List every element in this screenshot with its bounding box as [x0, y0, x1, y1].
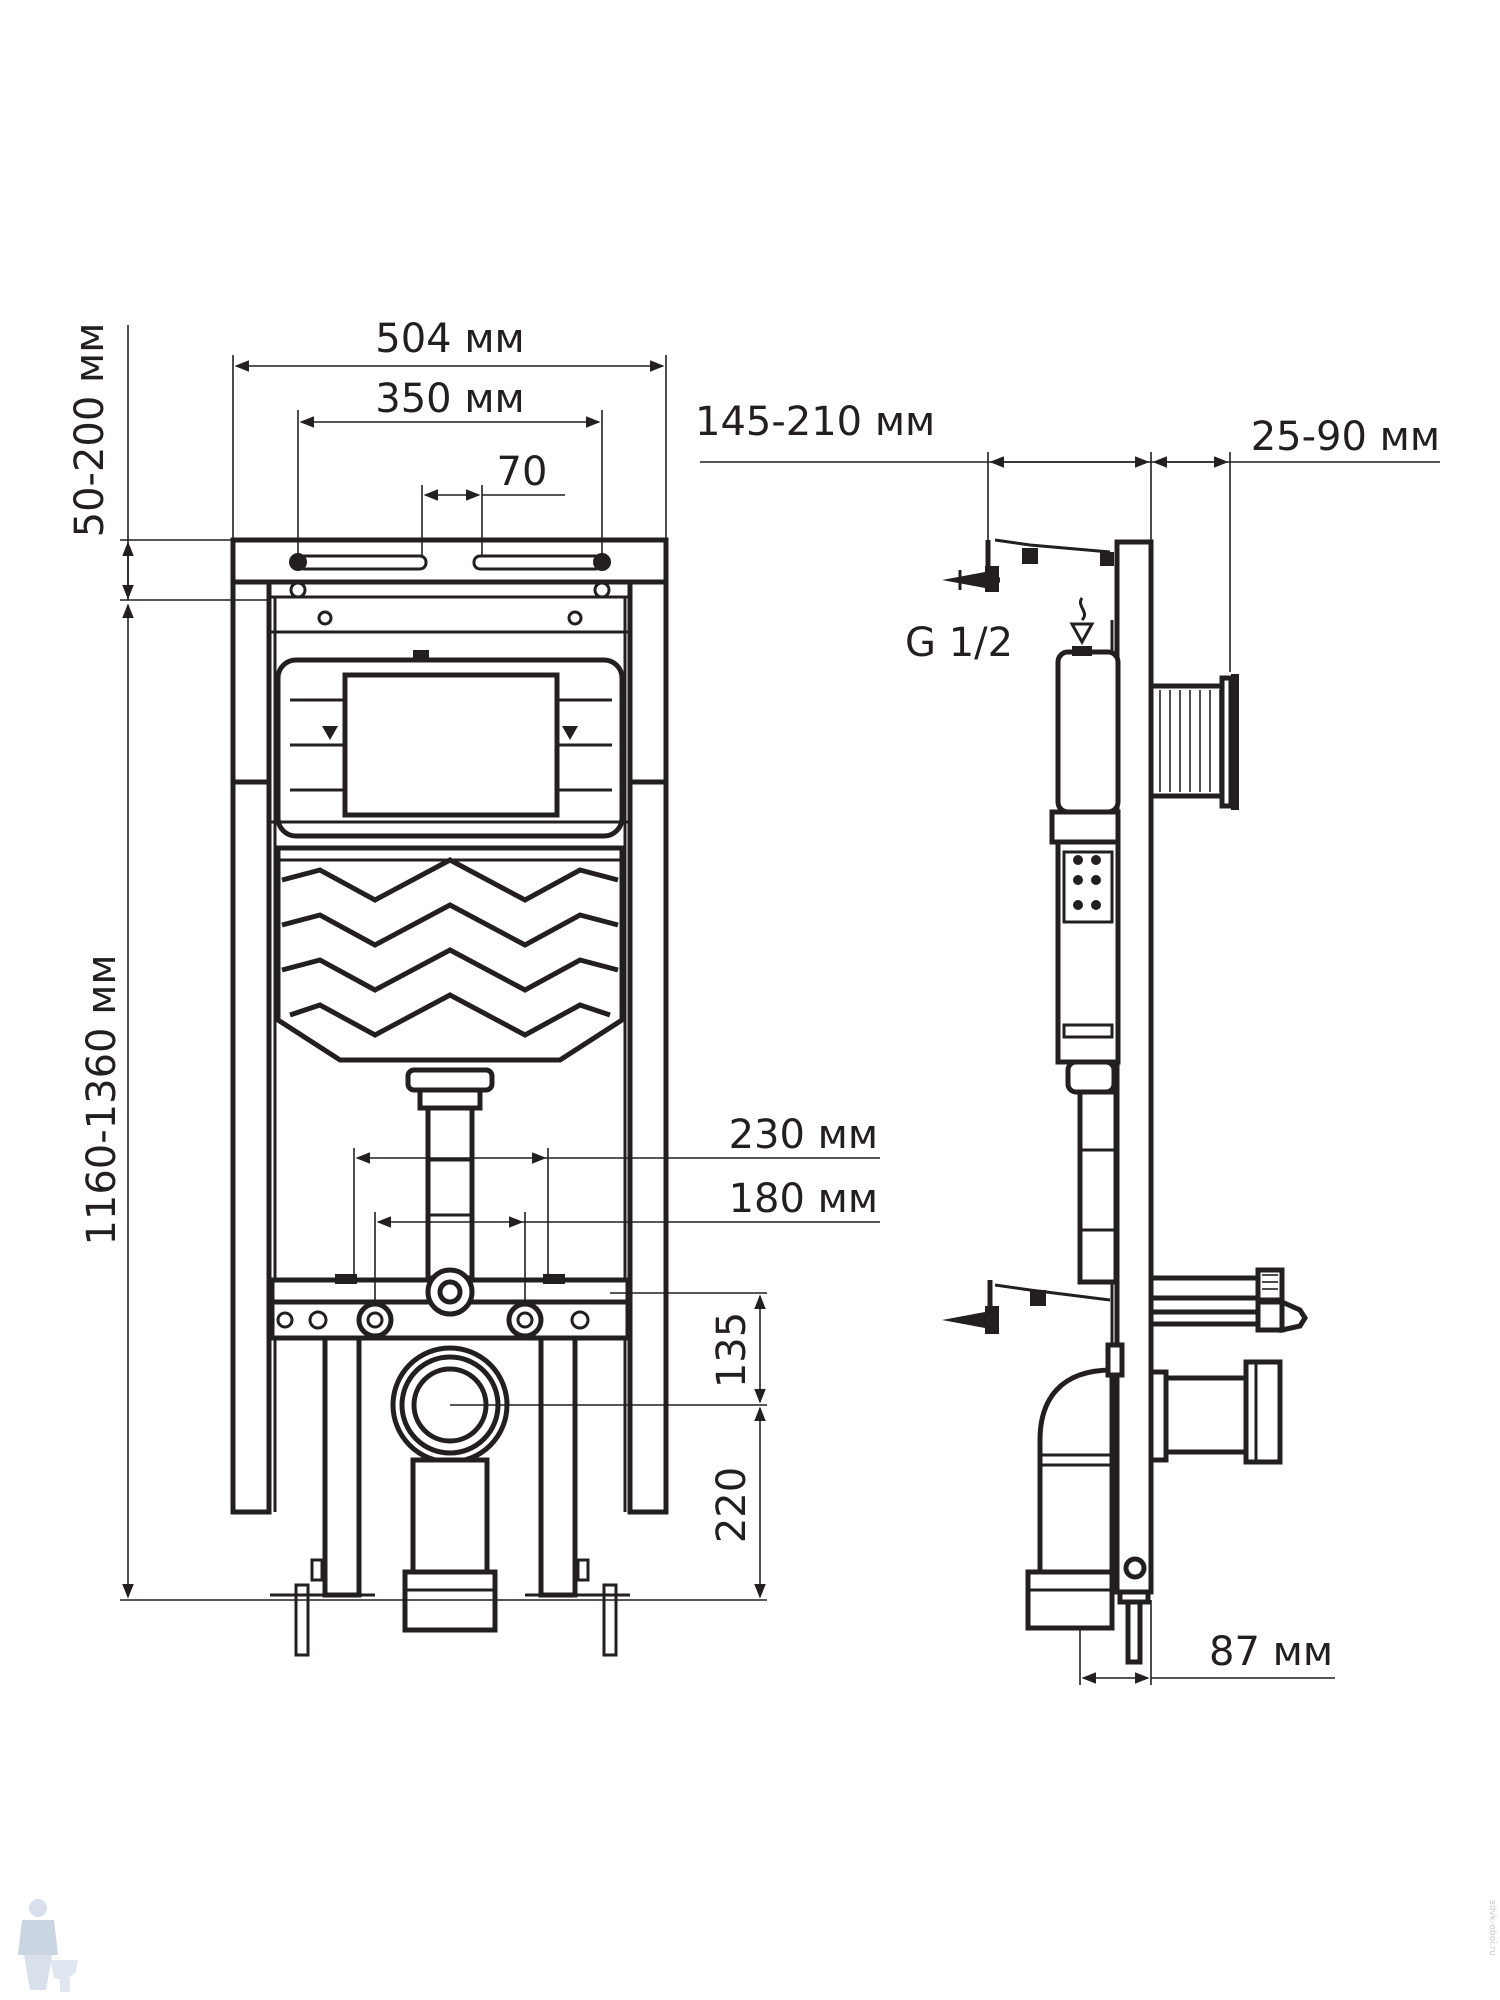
top-adjust-label: 50-200 мм — [67, 323, 113, 538]
button-depth-label: 25-90 мм — [1251, 414, 1440, 460]
lower-wall-anchor — [942, 1280, 1111, 1334]
mount-slot-label: 70 — [497, 449, 548, 495]
pipe-offset-label: 87 мм — [1209, 1629, 1333, 1675]
width-total-label: 504 мм — [375, 316, 524, 362]
frame-legs — [270, 1335, 630, 1657]
cistern-top — [275, 650, 625, 839]
watermark-site: sdvk-oboi.ru — [1487, 1900, 1497, 1956]
dim-220-label: 220 — [709, 1467, 755, 1543]
stud-outer-label: 230 мм — [729, 1112, 878, 1158]
drain-outlet-side — [1148, 1359, 1283, 1465]
dim-135-label: 135 — [709, 1312, 755, 1388]
drain-elbow-side — [1025, 1342, 1125, 1631]
plumber-with-toilet-icon — [18, 1899, 78, 1992]
front-dimensions — [120, 325, 880, 1601]
flush-pipe — [405, 1067, 495, 1281]
side-dimensions — [700, 452, 1440, 1685]
side-view: 145-210 мм 25-90 мм G 1/2 87 мм — [695, 399, 1440, 1685]
cistern-side — [1049, 646, 1121, 1095]
watermark-site-text: sdvk-oboi.ru — [1487, 1900, 1497, 1956]
mount-spacing-label: 350 мм — [375, 376, 524, 422]
stud-crossbar — [269, 1267, 631, 1341]
drain-outlet — [390, 1345, 510, 1633]
flush-pipe-side — [1077, 1089, 1119, 1285]
depth-range-label: 145-210 мм — [695, 399, 935, 445]
frame-outline — [230, 537, 669, 1515]
height-range-label: 1160-1360 мм — [79, 954, 125, 1245]
top-wall-anchor — [942, 538, 1114, 592]
water-inlet-label: G 1/2 — [905, 620, 1013, 666]
flush-button-mount — [1148, 674, 1239, 810]
stud-inner-label: 180 мм — [729, 1176, 878, 1222]
watermark-logo — [18, 1899, 78, 1992]
top-mount-slots — [289, 553, 611, 626]
water-inlet-icon — [1069, 597, 1095, 646]
front-view: 504 мм 350 мм 70 50-200 мм 1160-1360 мм … — [67, 316, 880, 1657]
side-foot — [1117, 1556, 1151, 1665]
cistern-tank — [275, 845, 625, 1063]
stud-pipes-side — [1148, 1267, 1308, 1334]
